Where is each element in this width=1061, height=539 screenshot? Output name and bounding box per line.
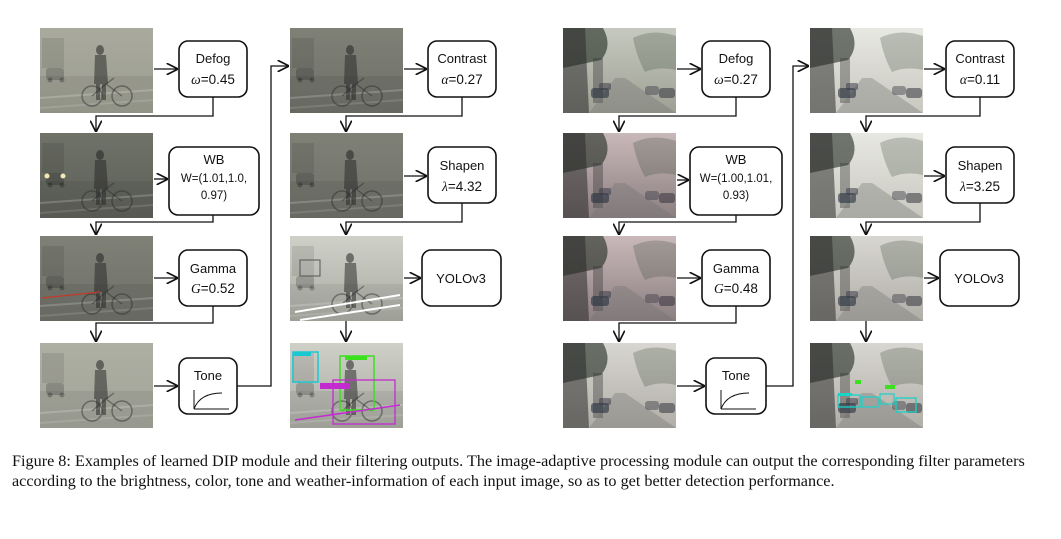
right-gamma-label: Gamma: [713, 261, 760, 276]
right-column1-arrows: [619, 66, 808, 386]
left-gamma-param: G=0.52: [191, 281, 235, 296]
right-detector-label: YOLOv3: [954, 271, 1004, 286]
left-tone-output-image: [290, 28, 403, 113]
right-defog-label: Defog: [719, 51, 754, 66]
left-wb-node: WB W=(1.01,1.0, 0.97): [168, 146, 260, 216]
tone-curve-icon: [720, 390, 756, 410]
left-column2-arrows: [346, 69, 463, 341]
right-tone-node: Tone: [705, 357, 767, 415]
left-gamma-label: Gamma: [190, 261, 237, 276]
right-detector-node: YOLOv3: [939, 249, 1020, 307]
dip-pipeline-figure: Defog ω=0.45 WB W=(1.01,1.0, 0.97) Gamma…: [40, 28, 1020, 428]
left-contrast-param: α=0.27: [441, 72, 482, 87]
right-defog-param: ω=0.27: [714, 72, 758, 87]
right-gamma-output-image: [563, 343, 676, 428]
left-wb-output-image: [40, 236, 153, 321]
right-column2-arrows: [866, 69, 981, 341]
right-contrast-output-image: [810, 133, 923, 218]
left-sharpen-node: Shapen λ=4.32: [427, 146, 497, 204]
right-gamma-param: G=0.48: [714, 281, 758, 296]
left-gamma-output-image: [40, 343, 153, 428]
left-detector-node: YOLOv3: [421, 249, 502, 307]
right-input-image: [563, 28, 676, 113]
left-column1-arrows: [96, 66, 288, 386]
right-panel: Defog ω=0.27 WB W=(1.00,1.01, 0.93) Gamm…: [563, 28, 1020, 428]
figure-caption: Figure 8: Examples of learned DIP module…: [12, 452, 1025, 490]
right-tone-output-image: [810, 28, 923, 113]
right-sharpen-label: Shapen: [958, 158, 1003, 173]
right-tone-label: Tone: [722, 368, 750, 383]
left-tone-label: Tone: [194, 368, 222, 383]
left-wb-label: WB: [204, 152, 225, 167]
right-contrast-label: Contrast: [955, 51, 1005, 66]
left-tone-node: Tone: [178, 357, 238, 415]
tone-curve-icon: [193, 390, 229, 410]
left-defog-param: ω=0.45: [191, 72, 235, 87]
right-contrast-node: Contrast α=0.11: [945, 40, 1015, 98]
right-sharpen-node: Shapen λ=3.25: [945, 146, 1015, 204]
left-panel: Defog ω=0.45 WB W=(1.01,1.0, 0.97) Gamma…: [40, 28, 502, 428]
left-contrast-output-image: [290, 133, 403, 218]
left-sharpen-label: Shapen: [440, 158, 485, 173]
right-wb-param-line2: 0.93): [723, 190, 749, 202]
left-defog-node: Defog ω=0.45: [178, 40, 248, 98]
right-contrast-param: α=0.11: [960, 72, 1000, 87]
left-defog-label: Defog: [196, 51, 231, 66]
right-detection-output-image: [810, 343, 923, 428]
right-wb-node: WB W=(1.00,1.01, 0.93): [689, 146, 783, 216]
left-contrast-label: Contrast: [437, 51, 487, 66]
right-wb-label: WB: [726, 152, 747, 167]
right-gamma-node: Gamma G=0.48: [701, 249, 771, 307]
right-wb-output-image: [563, 236, 676, 321]
left-wb-param-line2: 0.97): [201, 190, 227, 202]
left-wb-param-line1: W=(1.01,1.0,: [181, 173, 247, 185]
left-sharpen-param: λ=4.32: [441, 179, 482, 194]
right-defog-output-image: [563, 133, 676, 218]
left-sharpen-output-image: [290, 236, 403, 321]
right-sharpen-output-image: [810, 236, 923, 321]
right-sharpen-param: λ=3.25: [959, 179, 1000, 194]
right-defog-node: Defog ω=0.27: [701, 40, 771, 98]
left-detection-output-image: [290, 343, 403, 428]
left-gamma-node: Gamma G=0.52: [178, 249, 248, 307]
left-defog-output-image: [40, 133, 153, 218]
left-detector-label: YOLOv3: [436, 271, 486, 286]
left-input-image: [40, 28, 153, 113]
right-wb-param-line1: W=(1.00,1.01,: [700, 173, 773, 185]
left-contrast-node: Contrast α=0.27: [427, 40, 497, 98]
